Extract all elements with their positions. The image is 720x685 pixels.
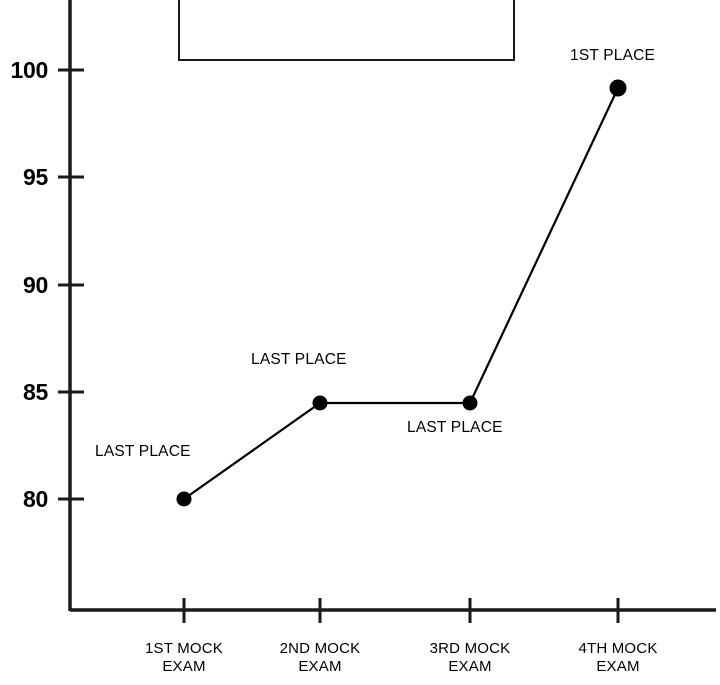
data-point-1 (176, 491, 192, 507)
x-category-label-2: 2ND MOCK EXAM (279, 640, 361, 675)
y-axis-ticks (58, 68, 84, 501)
data-point-annotation-4: 1ST PLACE (570, 47, 656, 64)
data-point-3 (462, 395, 478, 411)
x-category-label-1: 1ST MOCK EXAM (144, 640, 223, 675)
data-point-annotation-3: LAST PLACE (407, 419, 503, 436)
data-point-annotation-2: LAST PLACE (251, 351, 347, 368)
title-box (178, 0, 515, 61)
data-point-annotation-1: LAST PLACE (95, 443, 191, 460)
data-point-markers (176, 79, 627, 507)
y-tick-label-85: 85 (23, 379, 48, 405)
x-category-label-4: 4TH MOCK EXAM (578, 640, 658, 675)
y-tick-label-90: 90 (23, 272, 48, 298)
data-point-4 (609, 79, 627, 97)
x-category-label-3: 3RD MOCK EXAM (429, 640, 511, 675)
y-tick-label-95: 95 (23, 164, 48, 190)
y-tick-label-100: 100 (10, 57, 49, 83)
data-line-series (183, 87, 619, 500)
x-axis-ticks (182, 598, 620, 623)
y-tick-label-80: 80 (23, 486, 48, 512)
data-point-2 (312, 395, 328, 411)
